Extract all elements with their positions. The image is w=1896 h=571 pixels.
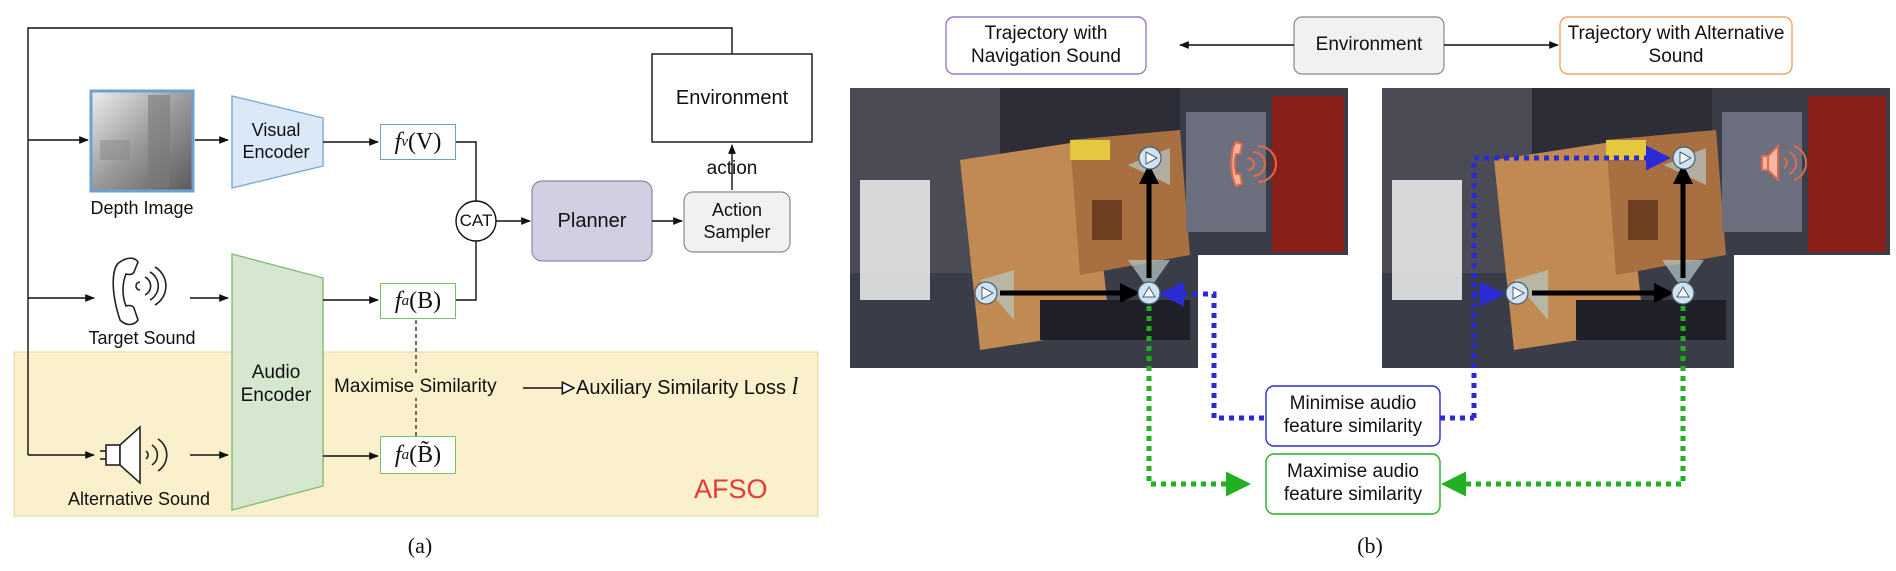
scene-alternative [1382, 88, 1890, 418]
caption-b: (b) [1357, 533, 1383, 558]
feature-alt-sub: a [401, 446, 410, 463]
feature-alt-fn: f [394, 441, 402, 468]
audio-encoder-label: Audio Encoder [240, 362, 312, 406]
minimise-label: Minimise audio feature similarity [1283, 393, 1423, 437]
visual-encoder-label: Visual Encoder [242, 120, 310, 162]
feature-visual-fn: f [394, 128, 402, 155]
aux-loss-symbol: l [791, 374, 799, 400]
phone-icon [112, 257, 167, 326]
maximise-similarity-label: Maximise Similarity [332, 376, 499, 398]
action-sampler-label: Action Sampler [703, 200, 771, 242]
environment-label: Environment [675, 87, 789, 109]
maximise-box [1265, 453, 1441, 515]
traj-nav-box [945, 16, 1147, 75]
planner-label: Planner [557, 210, 627, 232]
aux-loss-text: Auxiliary Similarity Loss [576, 377, 787, 399]
feature-target-fn: f [394, 287, 402, 314]
traj-alt-label: Trajectory with Alternative Sound [1567, 22, 1785, 67]
depth-image [89, 89, 195, 193]
traj-nav-label: Trajectory with Navigation Sound [971, 22, 1121, 67]
feature-visual-sub: v [401, 133, 408, 150]
minimise-box [1265, 385, 1441, 447]
afso-label: AFSO [694, 474, 768, 504]
feature-target-sub: a [401, 292, 410, 309]
caption-a: (a) [407, 533, 433, 558]
feature-visual-arg: (V) [408, 128, 442, 155]
alternative-sound-label: Alternative Sound [67, 489, 211, 509]
target-sound-source-icon [1230, 140, 1277, 188]
feedback-loop [27, 27, 733, 455]
feature-alt-arg: (B̃) [409, 441, 442, 468]
env-b-label: Environment [1315, 34, 1423, 56]
cat-label: CAT [459, 210, 493, 230]
speaker-icon [100, 425, 168, 485]
traj-alt-box [1559, 16, 1793, 75]
action-sampler-box [683, 191, 791, 253]
alt-sound-source-icon [1761, 143, 1808, 183]
audio-encoder-shape [231, 253, 324, 511]
scene-navigation [850, 88, 1348, 368]
depth-image-label: Depth Image [90, 198, 194, 218]
maximise-label: Maximise audio feature similarity [1283, 461, 1423, 505]
environment-box [651, 53, 813, 143]
aux-loss-label: Auxiliary Similarity Loss l [576, 374, 798, 401]
visual-encoder-shape [231, 95, 324, 189]
target-sound-label: Target Sound [88, 328, 196, 348]
feature-target-arg: (B) [409, 287, 442, 314]
action-label: action [706, 158, 758, 179]
